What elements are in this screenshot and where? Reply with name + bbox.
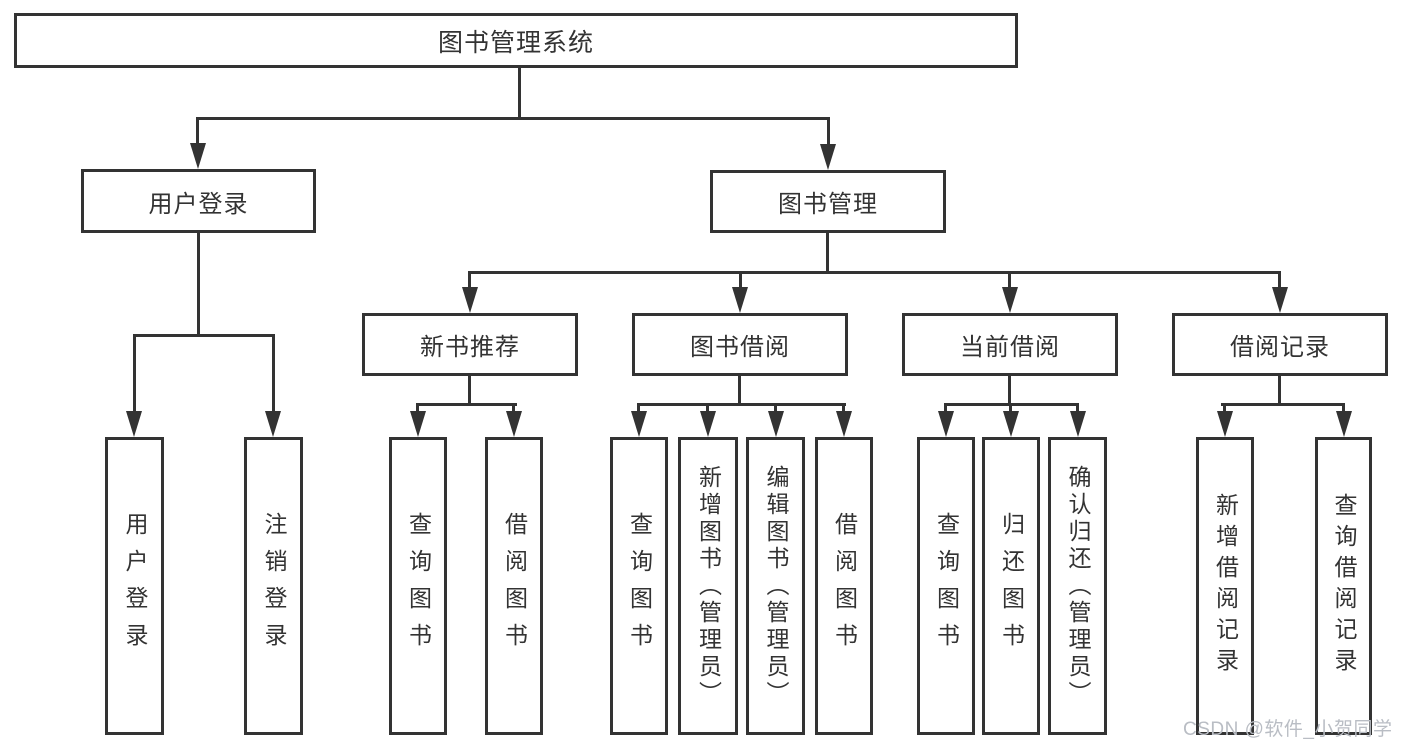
arrow-down-icon [938,411,954,437]
arrow-down-icon [820,144,836,170]
connector-line [1008,271,1011,287]
leaf-label: 借阅图书 [831,512,858,660]
connector-line [738,376,741,405]
arrow-down-icon [190,143,206,169]
node-user-login: 用户登录 [81,169,316,233]
connector-line [196,117,830,120]
leaf-rec-borrow-books: 借阅图书 [485,437,543,735]
leaf-user-login: 用户登录 [105,437,164,735]
node-new-book-recommend: 新书推荐 [362,313,578,376]
leaf-label: 新增借阅记录 [1212,493,1239,679]
node-borrow-records: 借阅记录 [1172,313,1388,376]
arrow-down-icon [506,411,522,437]
arrow-down-icon [1272,287,1288,313]
leaf-label: 归还图书 [998,512,1025,660]
arrow-down-icon [700,411,716,437]
connector-line [197,233,200,336]
connector-line [637,403,846,406]
connector-line [1278,376,1281,405]
connector-line [842,403,845,411]
node-root: 图书管理系统 [14,13,1018,68]
connector-line [272,334,275,411]
leaf-cb-return-books: 归还图书 [982,437,1040,735]
connector-line [468,376,471,405]
node-book-management: 图书管理 [710,170,946,233]
connector-line [827,117,830,145]
arrow-down-icon [1336,411,1352,437]
leaf-bb-borrow-books: 借阅图书 [815,437,873,735]
connector-line [1223,403,1226,411]
leaf-label: 用户登录 [122,512,148,660]
arrow-down-icon [410,411,426,437]
arrow-down-icon [462,287,478,313]
connector-line [1009,403,1012,411]
arrow-down-icon [1070,411,1086,437]
connector-line [1342,403,1345,411]
leaf-label: 编辑图书（管理员） [763,464,789,708]
connector-line [196,117,199,144]
connector-line [1008,376,1011,405]
arrow-down-icon [265,411,281,437]
leaf-cb-confirm-return-admin: 确认归还（管理员） [1048,437,1107,735]
connector-line [416,403,419,411]
leaf-logout: 注销登录 [244,437,303,735]
connector-line [133,334,275,337]
leaf-label: 确认归还（管理员） [1065,464,1091,708]
arrow-down-icon [1003,411,1019,437]
connector-line [518,68,521,118]
leaf-label: 查询图书 [626,512,653,660]
connector-line [826,233,829,273]
leaf-label: 注销登录 [261,512,287,660]
connector-line [416,403,517,406]
arrow-down-icon [768,411,784,437]
arrow-down-icon [126,411,142,437]
connector-line [739,271,742,287]
leaf-label: 新增图书（管理员） [695,464,722,708]
leaf-bb-query-books: 查询图书 [610,437,668,735]
arrow-down-icon [631,411,647,437]
leaf-label: 查询借阅记录 [1331,493,1357,679]
connector-line [1076,403,1079,411]
arrow-down-icon [836,411,852,437]
leaf-label: 借阅图书 [501,512,528,660]
leaf-bb-add-books-admin: 新增图书（管理员） [678,437,738,735]
connector-line [774,403,777,411]
connector-line [1221,403,1345,406]
connector-line [133,334,136,411]
arrow-down-icon [1002,287,1018,313]
arrow-down-icon [732,287,748,313]
connector-line [512,403,515,411]
leaf-label: 查询图书 [405,512,432,660]
leaf-br-query-record: 查询借阅记录 [1315,437,1372,735]
connector-line [706,403,709,411]
arrow-down-icon [1217,411,1233,437]
connector-line [944,403,947,411]
leaf-cb-query-books: 查询图书 [917,437,975,735]
node-current-borrow: 当前借阅 [902,313,1118,376]
connector-line [468,271,1281,274]
csdn-watermark: CSDN @软件_小贺同学 [1183,719,1393,740]
connector-line [468,271,471,287]
connector-line [1278,271,1281,287]
leaf-rec-query-books: 查询图书 [389,437,447,735]
leaf-br-add-record: 新增借阅记录 [1196,437,1254,735]
leaf-bb-edit-books-admin: 编辑图书（管理员） [746,437,805,735]
node-book-borrow: 图书借阅 [632,313,848,376]
connector-line [637,403,640,411]
leaf-label: 查询图书 [933,512,960,660]
